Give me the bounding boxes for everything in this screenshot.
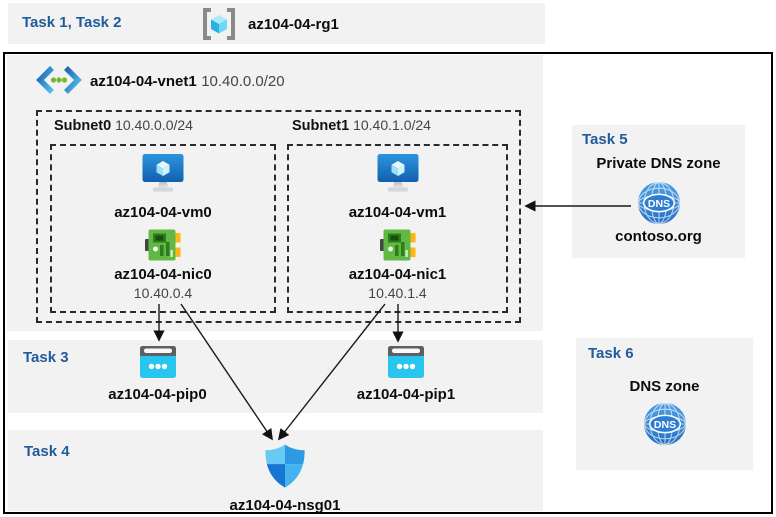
task-1-2-label: Task 1, Task 2 [22, 14, 122, 31]
pip0-name: az104-04-pip0 [108, 386, 207, 403]
nic0-name: az104-04-nic0 [114, 266, 212, 283]
task-6-box: Task 6 DNS zone DNS [576, 338, 753, 470]
nic0-ip: 10.40.0.4 [133, 285, 193, 301]
private-dns-zone-name: contoso.org [615, 228, 702, 245]
dns-icon-text: DNS [653, 419, 675, 431]
dns-zone-title: DNS zone [629, 378, 700, 395]
task-3-band: Task 3 az104-04-pip0 az104-04-pip1 [8, 340, 543, 413]
task-1-2-band: Task 1, Task 2 az104-04-rg1 [8, 3, 545, 44]
network-interface-icon [145, 229, 181, 261]
vnet-cidr: 10.40.0.0/20 [201, 73, 285, 90]
task-5-box: Task 5 Private DNS zone DNS contoso.org [572, 125, 745, 258]
dns-globe-icon: DNS [637, 181, 680, 225]
virtual-machine-icon [142, 154, 184, 192]
nic1-ip: 10.40.1.4 [368, 285, 427, 301]
subnet1-name: Subnet1 [292, 118, 350, 134]
vnet-area: az104-04-vnet1 10.40.0.0/20 Subnet0 10.4… [7, 55, 543, 331]
task-4-band: Task 4 az104-04-nsg01 [8, 430, 543, 514]
subnet0-name: Subnet0 [54, 118, 112, 134]
nic1-name: az104-04-nic1 [348, 266, 447, 283]
subnet0-box: az104-04-vm0 az104-04-nic0 10.40.0.4 [50, 144, 276, 313]
resource-group-icon [203, 8, 235, 40]
subnet1-cidr: 10.40.1.0/24 [353, 117, 431, 133]
network-interface-icon [379, 229, 415, 261]
pip0-group: az104-04-pip0 [85, 346, 230, 403]
private-dns-zone-title: Private DNS zone [596, 155, 721, 172]
nsg-group: az104-04-nsg01 [212, 442, 358, 514]
dns-icon-text: DNS [647, 198, 669, 210]
vm0-name: az104-04-vm0 [114, 204, 212, 221]
vnet-title: az104-04-vnet1 10.40.0.0/20 [90, 73, 285, 91]
pip1-name: az104-04-pip1 [356, 386, 456, 403]
diagram-frame [3, 52, 773, 514]
task-3-label: Task 3 [23, 349, 69, 366]
dns-globe-icon: DNS [643, 402, 686, 446]
vm1-name: az104-04-vm1 [348, 204, 447, 221]
vnet-name: az104-04-vnet1 [90, 73, 197, 90]
public-ip-icon [388, 346, 424, 378]
subnet1-box: az104-04-vm1 az104-04-nic1 10.40.1.4 [287, 144, 508, 313]
virtual-network-icon [36, 66, 82, 94]
virtual-machine-icon [377, 154, 418, 192]
network-security-group-shield-icon [265, 444, 305, 488]
nsg-name: az104-04-nsg01 [229, 497, 341, 514]
public-ip-icon [139, 346, 176, 378]
resource-group-name: az104-04-rg1 [248, 16, 339, 33]
task-5-label: Task 5 [582, 131, 628, 148]
pip1-group: az104-04-pip1 [326, 346, 486, 403]
task-4-label: Task 4 [24, 443, 70, 460]
task-6-label: Task 6 [588, 345, 634, 362]
subnet0-title: Subnet0 10.40.0.0/24 [54, 117, 193, 134]
subnet0-cidr: 10.40.0.0/24 [115, 117, 193, 133]
subnet1-title: Subnet1 10.40.1.0/24 [292, 117, 431, 134]
